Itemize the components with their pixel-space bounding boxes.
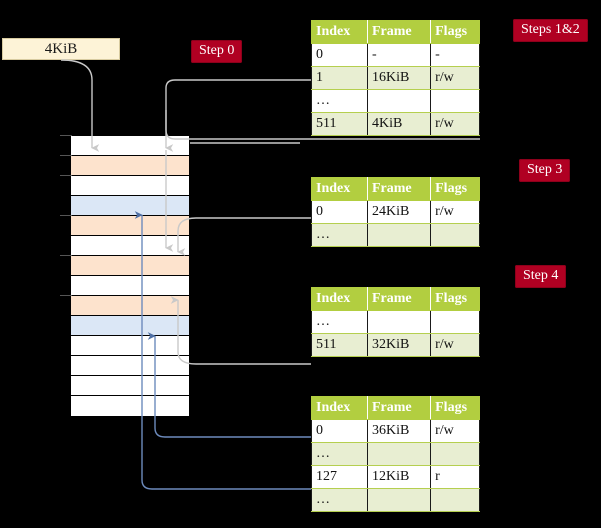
arrow-table2-to-memory: [177, 217, 311, 256]
badge-step-0: Step 0: [191, 40, 243, 63]
cell-index: …: [311, 223, 368, 247]
column-header-index: Index: [311, 396, 368, 420]
column-header-index: Index: [311, 20, 368, 44]
cell-frame: [366, 488, 432, 512]
cell-index: 0: [311, 200, 368, 224]
memory-frame-row: [71, 316, 189, 336]
table-row: 0--: [311, 43, 480, 67]
column-header-frame: Frame: [366, 287, 432, 311]
column-header-frame: Frame: [366, 20, 432, 44]
column-header-frame: Frame: [366, 177, 432, 201]
memory-frame-row: [71, 196, 189, 216]
cell-flags: [430, 223, 480, 247]
cell-flags: [430, 89, 480, 113]
memory-frame-row: [71, 216, 189, 236]
memory-tick: [60, 155, 72, 156]
virtual-address-box: 4KiB: [2, 38, 120, 60]
cell-frame: 12KiB: [366, 465, 432, 489]
cell-index: …: [311, 310, 368, 334]
memory-frame-row: [71, 376, 189, 396]
column-header-frame: Frame: [366, 396, 432, 420]
column-header-flags: Flags: [430, 396, 480, 420]
table-row: …: [311, 488, 480, 512]
cell-flags: r: [430, 465, 480, 489]
cell-flags: r/w: [430, 333, 480, 357]
column-header-flags: Flags: [430, 287, 480, 311]
memory-frame-row: [71, 396, 189, 416]
cell-frame: 32KiB: [366, 333, 432, 357]
memory-frame-row: [71, 356, 189, 376]
badge-step-4: Step 4: [515, 265, 567, 288]
memory-frame-row: [71, 236, 189, 256]
memory-frame-row: [71, 256, 189, 276]
badge-steps-1-and-2: Steps 1&2: [513, 19, 588, 42]
memory-tick: [60, 135, 72, 136]
cell-frame: 16KiB: [366, 66, 432, 90]
memory-frame-row: [71, 336, 189, 356]
cell-flags: r/w: [430, 112, 480, 136]
memory-tick: [60, 295, 72, 296]
cell-flags: [430, 442, 480, 466]
cell-index: …: [311, 89, 368, 113]
cell-frame: [366, 89, 432, 113]
arrow-table3-to-memory: [170, 296, 311, 365]
memory-frame-row: [71, 136, 189, 156]
column-header-flags: Flags: [430, 177, 480, 201]
cell-index: 0: [311, 43, 368, 67]
cell-index: 0: [311, 419, 368, 443]
table-row: …: [311, 223, 480, 247]
memory-frame-row: [71, 276, 189, 296]
cell-index: …: [311, 488, 368, 512]
cell-frame: 24KiB: [366, 200, 432, 224]
cell-flags: [430, 488, 480, 512]
cell-index: …: [311, 442, 368, 466]
cell-frame: [366, 442, 432, 466]
column-header-flags: Flags: [430, 20, 480, 44]
cell-index: 511: [311, 112, 368, 136]
memory-tick: [60, 255, 72, 256]
cell-flags: r/w: [430, 200, 480, 224]
cell-frame: 4KiB: [366, 112, 432, 136]
cell-flags: [430, 310, 480, 334]
cell-frame: 36KiB: [366, 419, 432, 443]
cell-flags: -: [430, 43, 480, 67]
memory-frame-row: [71, 156, 189, 176]
cell-flags: r/w: [430, 419, 480, 443]
cell-flags: r/w: [430, 66, 480, 90]
memory-frame-row: [71, 176, 189, 196]
cell-index: 1: [311, 66, 368, 90]
cell-frame: [366, 310, 432, 334]
memory-tick: [60, 175, 72, 176]
column-header-index: Index: [311, 287, 368, 311]
cell-index: 511: [311, 333, 368, 357]
cell-frame: -: [366, 43, 432, 67]
memory-tick: [60, 215, 72, 216]
table-row: …: [311, 310, 480, 334]
physical-memory-column: [70, 135, 190, 416]
table-row: …: [311, 442, 480, 466]
memory-frame-row: [71, 296, 189, 316]
virtual-address-label: 4KiB: [44, 40, 78, 57]
table-row: …: [311, 89, 480, 113]
cell-frame: [366, 223, 432, 247]
badge-step-3: Step 3: [519, 159, 571, 182]
cell-index: 127: [311, 465, 368, 489]
column-header-index: Index: [311, 177, 368, 201]
